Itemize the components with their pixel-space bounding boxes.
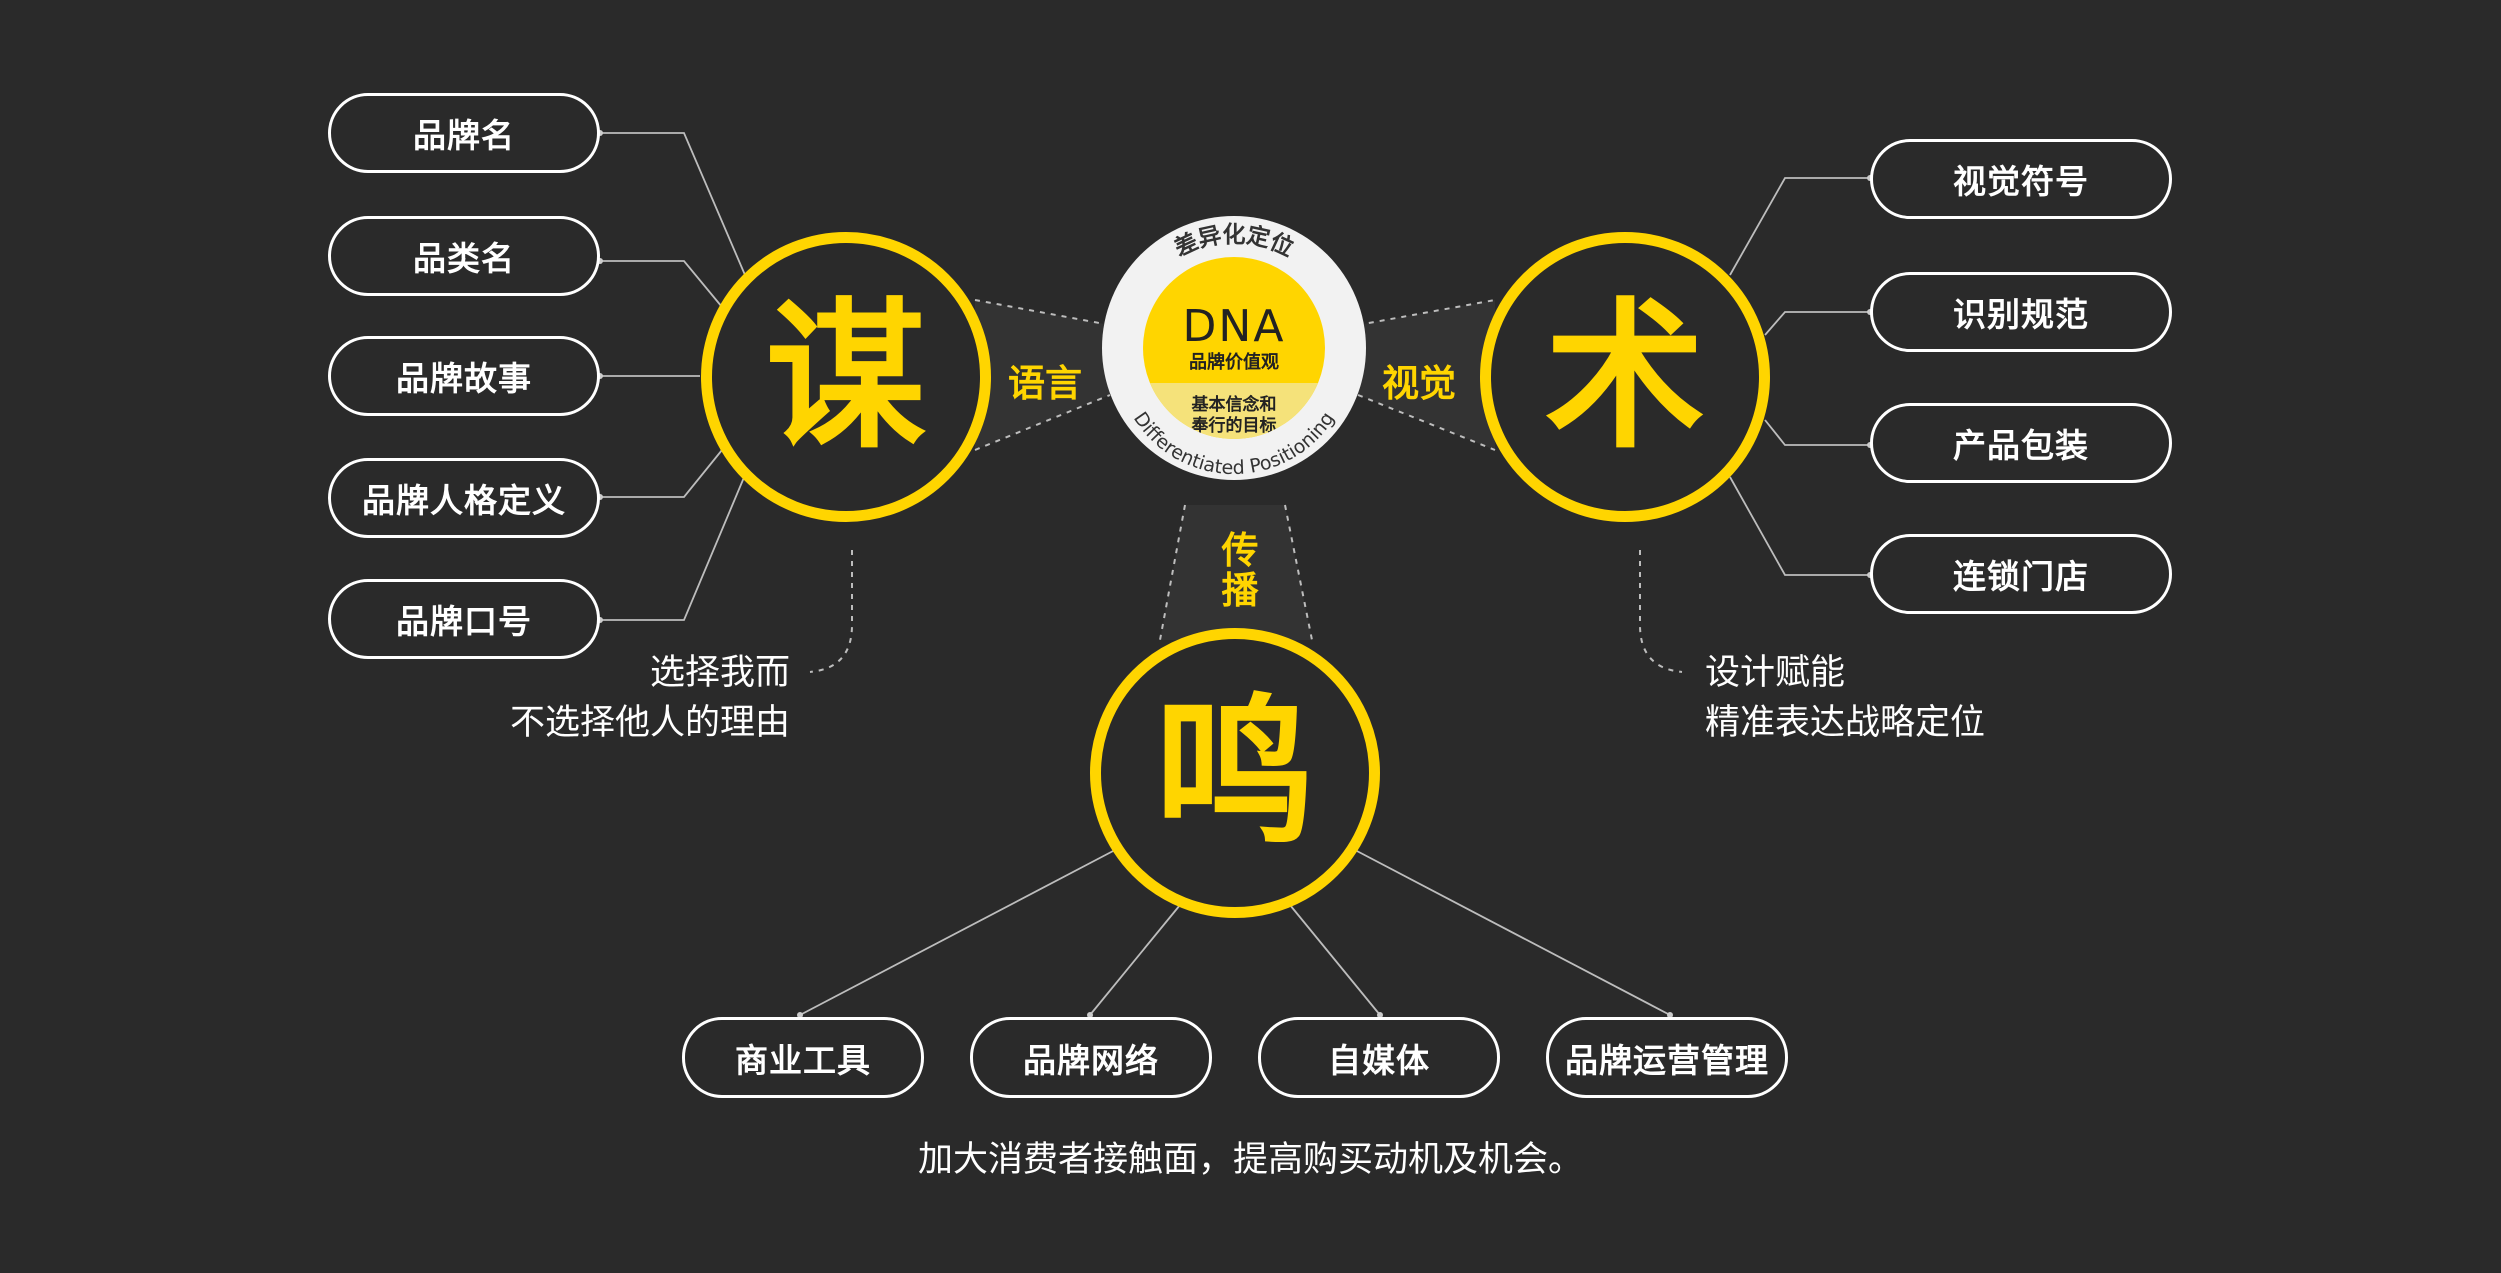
dna-core-lower — [1143, 383, 1325, 439]
connector-bottom-4 — [1354, 849, 1671, 1016]
left-item-2: 品类名 — [328, 216, 600, 296]
right-item-3: 产品包装 — [1870, 403, 2172, 483]
bottom-caption: 加大消费者接触面，提高购买动机及机会。 — [917, 1140, 1583, 1180]
left-caption-line-1: 选择我而 — [649, 653, 790, 693]
bottom-item-3: 自媒体 — [1258, 1017, 1500, 1098]
dna-core: DNA 品牌价值观 基本信念和 奉行的目标 — [1143, 257, 1325, 439]
connector-left-5 — [600, 474, 746, 621]
left-caption: 选择我而 不选择他人的理由 — [510, 648, 790, 748]
connector-right-3 — [1764, 419, 1870, 446]
right-link-label: 视觉 — [1382, 362, 1456, 405]
bridge-right — [1358, 300, 1495, 450]
bridge-bottom — [1160, 505, 1312, 640]
dot-bottom-1 — [797, 1012, 803, 1018]
left-item-3: 品牌故事 — [328, 336, 600, 416]
right-caption-line-2: 精准表达战略定位 — [1705, 703, 1986, 743]
dash-bottom-right — [1284, 504, 1313, 641]
left-item-5: 品牌口号 — [328, 579, 600, 659]
dot-bottom-4 — [1667, 1012, 1673, 1018]
right-item-1: 视觉符号 — [1870, 139, 2172, 219]
connector-right-4 — [1729, 476, 1870, 576]
right-caption-line-1: 设计赋能 — [1705, 653, 1846, 693]
bottom-item-2: 品牌网络 — [970, 1017, 1212, 1098]
dot-bottom-3 — [1377, 1012, 1383, 1018]
dash-right-bottom — [1357, 394, 1496, 451]
dot-bottom-2 — [1087, 1012, 1093, 1018]
dna-core-subtitle: 品牌价值观 — [1189, 352, 1279, 373]
left-item-4: 品牌人格定义 — [328, 458, 600, 538]
bottom-node-circle: 鸣 — [1090, 628, 1380, 918]
bottom-item-4: 品牌运营管理 — [1546, 1017, 1788, 1098]
connector-bottom-2 — [1089, 904, 1181, 1016]
dna-core-word: DNA — [1182, 301, 1286, 352]
connector-bottom-3 — [1289, 904, 1381, 1016]
dash-left-bottom — [974, 394, 1111, 451]
connector-bottom-1 — [799, 849, 1116, 1016]
connector-right-2 — [1764, 311, 1870, 336]
connector-left-1 — [600, 132, 746, 276]
right-item-4: 连锁门店 — [1870, 534, 2172, 614]
connector-left-4 — [600, 449, 723, 498]
connector-right-1 — [1729, 177, 1870, 276]
dash-left-top — [974, 299, 1111, 326]
right-node-char: 术 — [1544, 283, 1705, 470]
bottom-item-1: 商业工具 — [682, 1017, 924, 1098]
dash-caption-right — [1639, 550, 1683, 673]
dash-right-top — [1357, 299, 1496, 326]
right-item-2: 识别规范 — [1870, 272, 2172, 352]
left-item-1: 品牌名 — [328, 93, 600, 173]
bottom-link-label: 传播 — [1221, 529, 1259, 612]
right-node-circle: 术 — [1480, 232, 1770, 522]
connector-left-2 — [600, 260, 723, 308]
left-node-circle: 谋 — [701, 232, 991, 522]
bridge-left — [975, 300, 1110, 450]
dash-caption-left — [809, 550, 853, 673]
dash-bottom-left — [1159, 504, 1186, 641]
left-link-label: 语言 — [1008, 362, 1082, 405]
right-caption: 设计赋能 精准表达战略定位 — [1705, 648, 1985, 748]
dna-core-description: 基本信念和 奉行的目标 — [1191, 395, 1277, 436]
left-caption-line-2: 不选择他人的理由 — [509, 703, 790, 743]
left-node-char: 谋 — [765, 283, 926, 470]
bottom-node-char: 鸣 — [1154, 679, 1315, 866]
